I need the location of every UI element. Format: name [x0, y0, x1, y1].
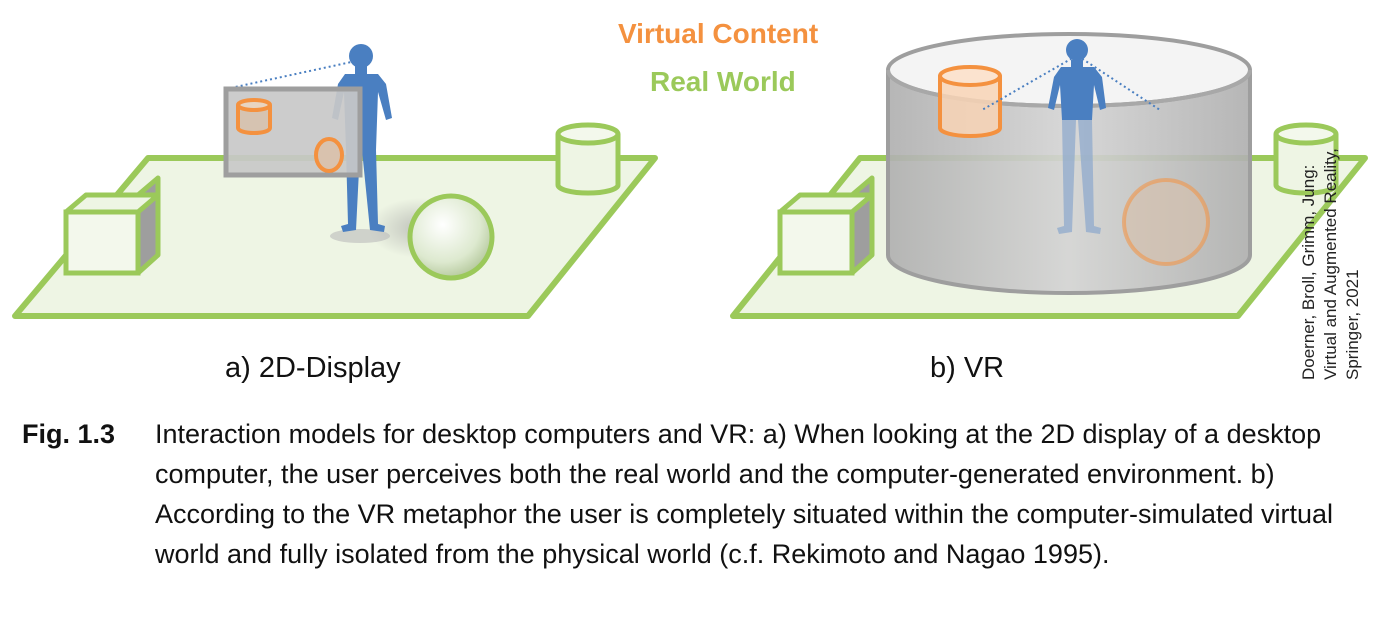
- diagram-scene: [12, 32, 1368, 319]
- real-cylinder-icon: [555, 122, 621, 196]
- user-person-icon: [1048, 39, 1106, 234]
- real-sphere-icon: [368, 193, 495, 281]
- real-cube-icon: [777, 175, 875, 276]
- virtual-cylinder-small-icon: [236, 98, 272, 135]
- figure-number: Fig. 1.3: [22, 419, 116, 449]
- legend-real-world: Real World: [650, 66, 796, 97]
- panel-a-2d-display: [12, 44, 658, 319]
- credit-line: Doerner, Broll, Grimm, Jung:: [1299, 164, 1318, 380]
- virtual-sphere-small-icon: [314, 137, 344, 173]
- credit-line: Springer, 2021: [1343, 269, 1362, 380]
- real-cube-icon: [63, 175, 161, 276]
- virtual-sphere-icon: [1122, 178, 1210, 266]
- 2d-display-icon: [223, 60, 363, 178]
- panel-a-label: a) 2D-Display: [225, 352, 401, 384]
- real-cylinder-icon: [1273, 122, 1339, 196]
- credit-line: Virtual and Augmented Reality,: [1321, 148, 1340, 380]
- legend-virtual-content: Virtual Content: [618, 18, 819, 49]
- virtual-cylinder-icon: [938, 65, 1002, 138]
- panel-b-vr: [730, 32, 1368, 319]
- panel-b-label: b) VR: [930, 352, 1005, 384]
- source-credit: Doerner, Broll, Grimm, Jung: Virtual and…: [1298, 120, 1364, 380]
- caption-text: Interaction models for desktop computers…: [155, 419, 1334, 569]
